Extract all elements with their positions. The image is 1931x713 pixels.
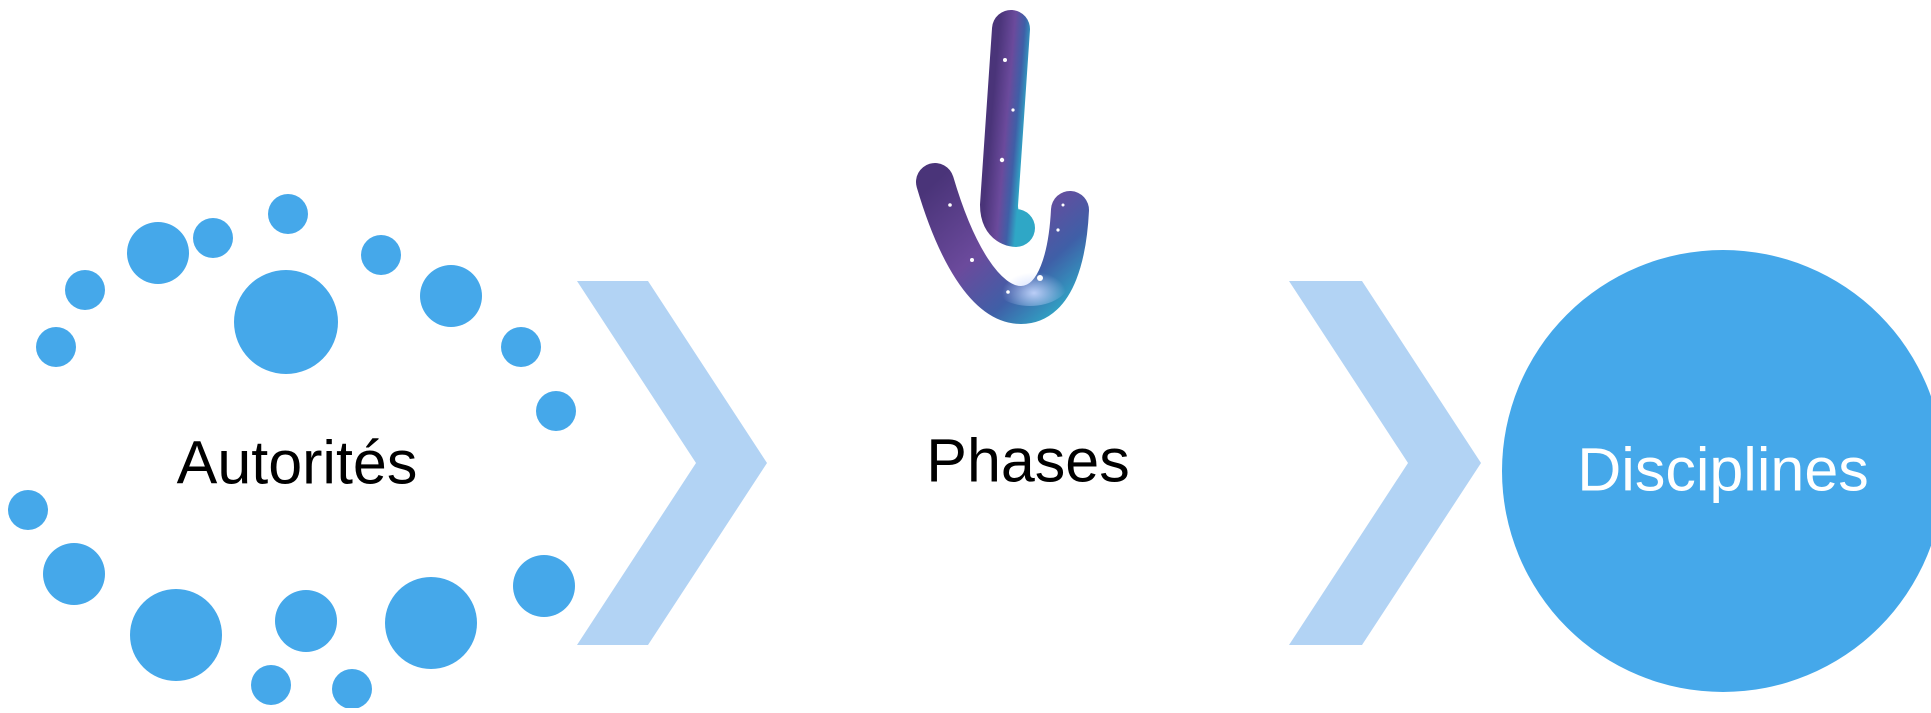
step-label-autorites: Autorités bbox=[176, 428, 418, 497]
step-label-disciplines: Disciplines bbox=[1577, 435, 1869, 504]
galaxy-curved-arrow-icon bbox=[916, 10, 1089, 325]
step-label-phases: Phases bbox=[926, 426, 1130, 495]
dotted-circle-icon bbox=[8, 194, 576, 709]
chevron-arrow-2 bbox=[1289, 281, 1481, 645]
disciplines-circle bbox=[1502, 250, 1931, 692]
chevron-arrow-1 bbox=[577, 281, 767, 645]
